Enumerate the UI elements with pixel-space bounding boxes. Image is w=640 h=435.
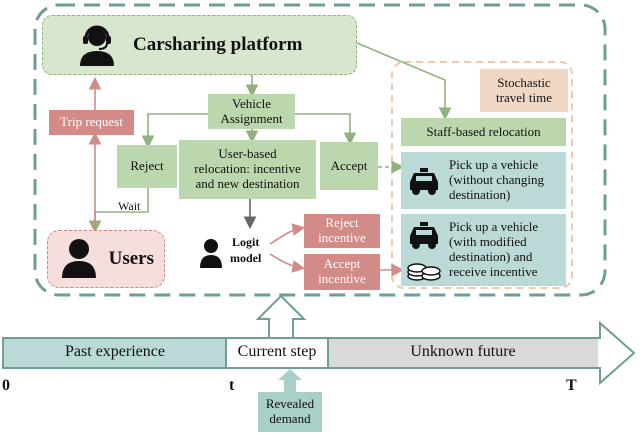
users-label: Users [108, 248, 154, 270]
user-based-relocation-box: User-based relocation: incentive and new… [179, 140, 316, 199]
relocation-frame [391, 61, 573, 289]
timeline-future-label: Unknown future [410, 343, 516, 360]
arrow-assignment-to-accept [295, 113, 357, 146]
person-icon [200, 239, 222, 268]
arrow-assignment-to-reject [141, 113, 208, 149]
reject-incentive-box: Reject incentive [304, 214, 380, 248]
timeline-future-fill [328, 339, 598, 367]
arrow-logit-to-reject-incentive [269, 223, 306, 245]
coins-icon [407, 263, 441, 281]
users-person-icon [62, 239, 96, 278]
timeline-past-label: Past experience [65, 343, 165, 360]
logit-model-label: Logit model [230, 235, 262, 265]
revealed-demand-box: Revealed demand [258, 392, 322, 432]
revealed-demand-arrow [278, 369, 302, 393]
arrow-logit-to-accept-incentive [269, 253, 306, 273]
vehicle-assignment-box: Vehicle Assignment [208, 94, 295, 129]
operator-icon [80, 25, 114, 66]
timeline-tick-t: t [229, 377, 235, 394]
staff-relocation-box: Staff-based relocation [401, 118, 566, 146]
platform-title: Carsharing platform [133, 34, 303, 56]
taxi-icon-2 [410, 222, 438, 249]
timeline-past-fill [4, 339, 226, 367]
accept-box: Accept [320, 142, 378, 190]
taxi-icon [410, 168, 438, 195]
outer-frame [33, 3, 607, 297]
accept-incentive-box: Accept incentive [304, 254, 380, 290]
reject-box: Reject [117, 145, 177, 188]
timeline-tick-0: 0 [2, 377, 10, 394]
timeline-current-label: Current step [237, 343, 317, 360]
stochastic-travel-time-box: Stochastic travel time [480, 69, 568, 112]
current-step-up-arrow [255, 294, 307, 339]
arrow-platform-to-staff [356, 42, 452, 121]
users-box: Users [47, 230, 165, 288]
pickup-with-incentive-box: Pick up a vehicle (with modified destina… [401, 214, 566, 286]
timeline-tick-T: T [566, 377, 577, 394]
timeline-current-fill [226, 339, 328, 367]
wait-label: Wait [118, 199, 141, 213]
trip-request-box: Trip request [49, 110, 134, 135]
